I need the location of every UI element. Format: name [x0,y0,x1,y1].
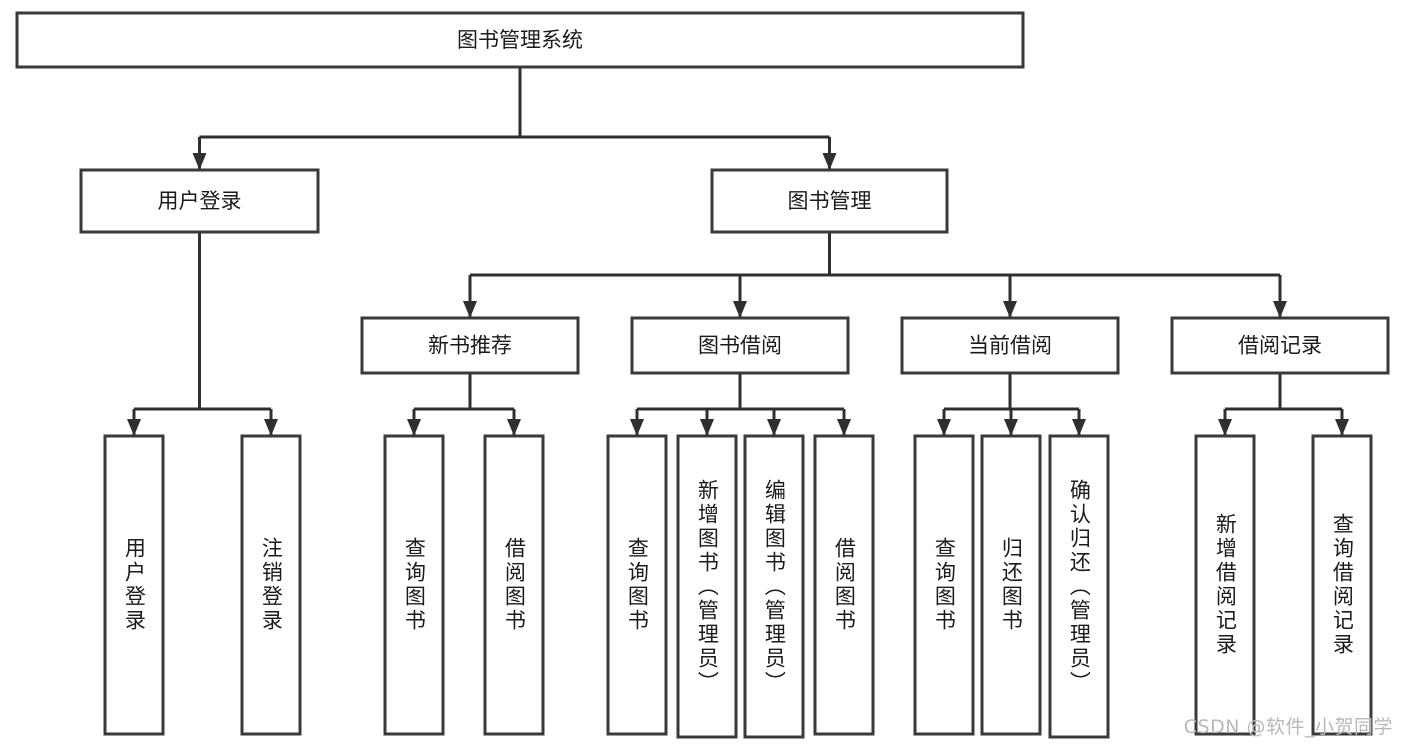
arrow-head-icon-leaf-return-book [1004,419,1018,436]
node-label-new-book-rec: 新书推荐 [428,334,512,358]
arrow-head-icon-leaf-borrow-book-2 [837,419,851,436]
node-box-leaf-confirm-return[interactable] [1048,434,1110,739]
node-box-book-borrow[interactable] [630,316,850,375]
arrow-head-icon-leaf-add-book [700,419,714,436]
node-box-leaf-query-book-1[interactable] [383,434,445,736]
arrow-head-icon-leaf-user-logout [264,419,278,436]
node-box-leaf-query-book-2[interactable] [606,434,668,736]
arrow-head-icon-leaf-borrow-book-1 [507,419,521,436]
node-box-leaf-query-book-3[interactable] [913,434,975,736]
arrow-head-icon-leaf-query-book-2 [630,419,644,436]
node-box-leaf-borrow-book-2[interactable] [813,434,875,736]
node-box-book-manage[interactable] [710,168,949,234]
arrow-head-icon-leaf-query-book-3 [937,419,951,436]
arrow-head-icon-current-borrow [1003,301,1017,318]
arrow-head-icon-leaf-confirm-return [1072,419,1086,436]
connector-layer [127,67,1349,436]
node-box-leaf-edit-book[interactable] [743,434,805,739]
node-box-leaf-query-record[interactable] [1311,434,1373,736]
node-box-leaf-return-book[interactable] [980,434,1042,736]
arrow-head-icon-book-manage [822,153,837,170]
node-box-root[interactable] [15,11,1025,69]
arrow-head-icon-borrow-record [1273,301,1287,318]
node-box-borrow-record[interactable] [1170,316,1390,375]
arrow-head-icon-leaf-query-book-1 [407,419,421,436]
node-label-book-borrow: 图书借阅 [698,334,782,358]
node-box-leaf-borrow-book-1[interactable] [483,434,545,736]
node-label-borrow-record: 借阅记录 [1238,334,1322,358]
watermark: CSDN @软件_小贺同学 [1183,716,1393,738]
node-box-leaf-user-login[interactable] [103,434,165,736]
arrow-head-icon-new-book-rec [463,301,477,318]
node-label-book-manage: 图书管理 [788,189,872,213]
node-box-current-borrow[interactable] [900,316,1120,375]
node-box-user-login[interactable] [79,168,320,234]
arrow-head-icon-leaf-user-login [127,419,141,436]
node-label-root: 图书管理系统 [457,28,583,52]
node-label-current-borrow: 当前借阅 [968,334,1052,358]
node-box-leaf-add-book[interactable] [676,434,738,739]
node-box-layer [15,11,1390,739]
arrow-head-icon-book-borrow [733,301,747,318]
arrow-head-icon-leaf-add-record [1218,419,1232,436]
arrow-head-icon-leaf-query-record [1335,419,1349,436]
node-label-user-login: 用户登录 [158,189,242,213]
node-box-leaf-add-record[interactable] [1194,434,1256,736]
arrow-head-icon-leaf-edit-book [767,419,781,436]
node-box-leaf-user-logout[interactable] [240,434,302,736]
arrow-head-icon-user-login [192,153,207,170]
node-box-new-book-rec[interactable] [360,316,580,375]
